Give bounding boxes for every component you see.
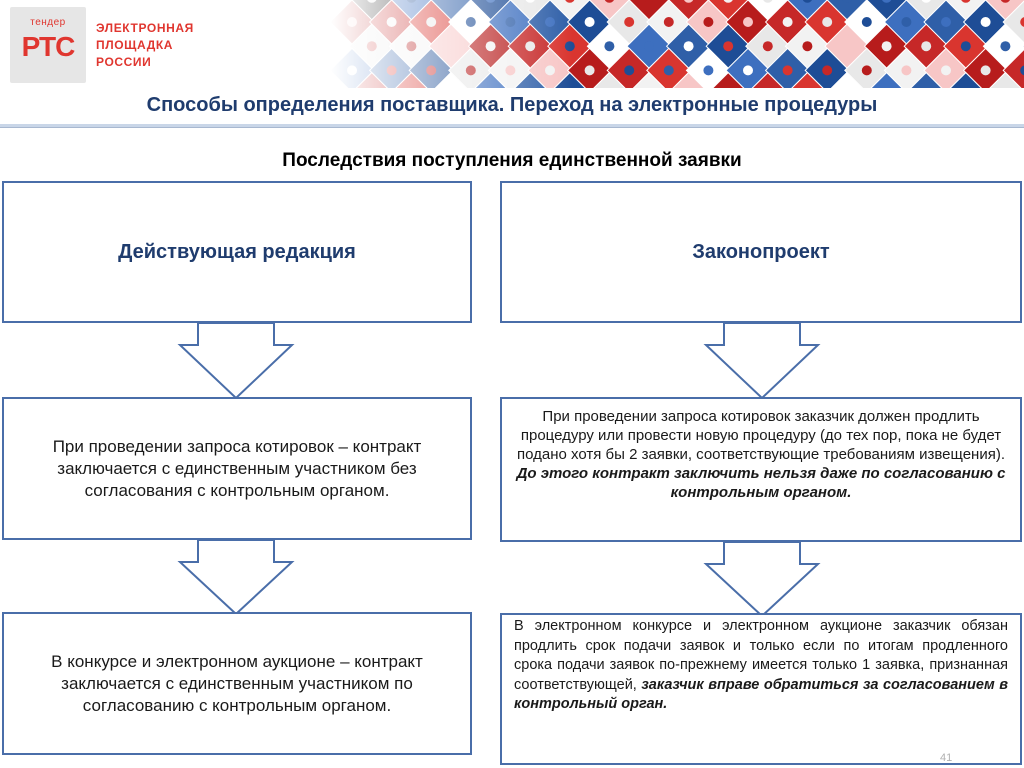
right-header-text: Законопроект xyxy=(692,240,830,263)
logo-caption-line: РОССИИ xyxy=(96,55,152,69)
right-quote-emphasis: До этого контракт заключить нельзя даже … xyxy=(516,465,1006,501)
left-header-text: Действующая редакция xyxy=(118,240,356,263)
left-arrow-down-1 xyxy=(177,322,295,400)
left-quote-box: При проведении запроса котировок – контр… xyxy=(2,397,472,540)
logo-caption: ЭЛЕКТРОННАЯ ПЛОЩАДКА РОССИИ xyxy=(96,20,194,71)
logo-big-text: РТС xyxy=(21,31,76,62)
right-auction-emphasis: заказчик вправе обратиться за согласован… xyxy=(514,676,1008,713)
page-number: 41 xyxy=(940,752,953,764)
left-header-box: Действующая редакция xyxy=(2,181,472,323)
logo-caption-line: ЭЛЕКТРОННАЯ xyxy=(96,21,194,35)
left-auction-box: В конкурсе и электронном аукционе – конт… xyxy=(2,612,472,755)
left-auction-text: В конкурсе и электронном аукционе – конт… xyxy=(51,651,423,715)
slide-title: Способы определения поставщика. Переход … xyxy=(146,94,878,116)
slide-subtitle: Последствия поступления единственной зая… xyxy=(282,150,742,171)
title-divider xyxy=(0,124,1024,128)
right-auction-text: В электронном конкурсе и электронном аук… xyxy=(514,618,1008,693)
logo: тендер РТС xyxy=(10,7,86,83)
logo-small-text: тендер xyxy=(30,17,66,28)
decorative-pattern xyxy=(330,0,1024,88)
logo-caption-line: ПЛОЩАДКА xyxy=(96,38,174,52)
right-header-box: Законопроект xyxy=(500,181,1022,323)
right-quote-box: При проведении запроса котировок заказчи… xyxy=(500,397,1022,542)
right-arrow-down-1 xyxy=(703,322,821,400)
slide-header: тендер РТС ЭЛЕКТРОННАЯ ПЛОЩАДКА РОССИИ xyxy=(0,0,1024,88)
right-auction-box: В электронном конкурсе и электронном аук… xyxy=(500,613,1022,765)
right-quote-text: При проведении запроса котировок заказчи… xyxy=(517,408,1005,463)
left-quote-text: При проведении запроса котировок – контр… xyxy=(52,436,422,500)
right-arrow-down-2 xyxy=(703,541,821,618)
left-arrow-down-2 xyxy=(177,539,295,616)
